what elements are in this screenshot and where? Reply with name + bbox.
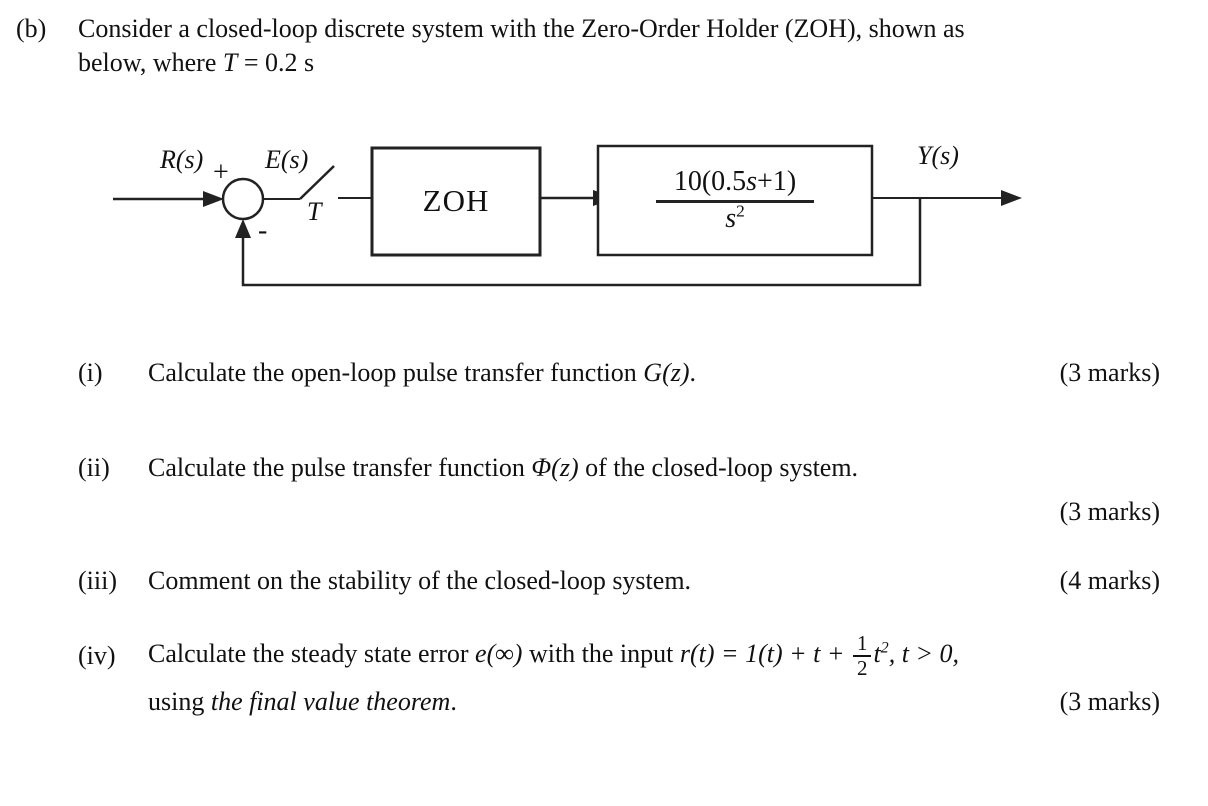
- plant-block: [596, 144, 874, 256]
- input-arrowhead: [203, 190, 224, 207]
- t-variable: t: [873, 638, 881, 668]
- t-exponent: 2: [880, 639, 889, 657]
- math-segment: G(z): [643, 357, 690, 387]
- block-diagram: R(s) + E(s) T - ZOH 10(0.5s+1) s2 Y(s): [16, 133, 1076, 303]
- statement-line2-prefix: below, where: [78, 48, 223, 78]
- zoh-label: ZOH: [372, 148, 540, 255]
- question-label: (iv): [78, 641, 116, 671]
- marks-label: (4 marks): [1059, 565, 1160, 595]
- plant-denominator: s2: [725, 201, 745, 235]
- zoh-block: [370, 146, 542, 257]
- text-segment: Calculate the steady state error: [148, 638, 476, 668]
- question-text: Calculate the steady state error e(∞) wi…: [148, 630, 960, 680]
- denominator-var: s: [725, 203, 737, 235]
- question-item-ii: (ii) Calculate the pulse transfer functi…: [16, 450, 1160, 485]
- part-label: (b): [16, 14, 47, 43]
- question-text: Calculate the open-loop pulse transfer f…: [148, 355, 696, 390]
- math-input-signal: r(t) = 1(t) + t +: [679, 638, 851, 668]
- summing-junction: [221, 177, 265, 220]
- numerator-var: s: [746, 165, 758, 197]
- output-signal-label: Y(s): [917, 140, 959, 170]
- fraction-denominator: 2: [852, 655, 872, 680]
- text-segment: Calculate the open-loop pulse transfer f…: [148, 357, 644, 387]
- question-text: Comment on the stability of the closed-l…: [148, 565, 692, 595]
- question-statement: Consider a closed-loop discrete system w…: [78, 12, 1160, 81]
- question-item-iv: (iv) Calculate the steady state error e(…: [16, 630, 1160, 680]
- sampling-period-label: T: [307, 196, 322, 226]
- period-variable: T: [222, 48, 238, 78]
- marks-label: (3 marks): [1059, 357, 1160, 387]
- question-item-iii: (iii) Comment on the stability of the cl…: [16, 563, 1160, 598]
- statement-line1: Consider a closed-loop discrete system w…: [78, 14, 965, 43]
- denominator-exponent: 2: [736, 201, 745, 221]
- question-item-i: (i) Calculate the open-loop pulse transf…: [16, 355, 1160, 390]
- text-segment: using: [148, 687, 211, 717]
- plant-numerator: 10(0.5s+1): [674, 167, 796, 196]
- question-text: Calculate the pulse transfer function Φ(…: [148, 450, 858, 485]
- math-t-squared: t2: [873, 639, 888, 668]
- output-arrowhead: [1001, 189, 1022, 206]
- error-signal-label: E(s): [265, 144, 309, 174]
- feedback-arrowhead: [235, 218, 251, 238]
- text-segment: .: [689, 357, 697, 387]
- block-diagram-canvas: [113, 144, 1022, 286]
- marks-line: (3 marks): [16, 497, 1160, 527]
- feedback-path: [241, 198, 922, 286]
- text-segment: Calculate the pulse transfer function: [148, 452, 532, 482]
- sampler-switch: [299, 164, 335, 200]
- question-label: (i): [78, 357, 103, 387]
- fraction-numerator: 1: [856, 630, 868, 655]
- plus-sign: +: [213, 156, 229, 188]
- math-condition: , t > 0,: [888, 638, 960, 668]
- question-text: using the final value theorem.: [148, 684, 457, 719]
- question-label: (ii): [78, 452, 110, 482]
- numerator-post: +1): [757, 165, 797, 197]
- input-signal-label: R(s): [160, 144, 204, 174]
- question-label: (iii): [78, 565, 117, 595]
- question-item-iv-line2: using the final value theorem. (3 marks): [16, 684, 1160, 719]
- italic-segment: the final value theorem: [210, 687, 451, 717]
- question-header: (b) Consider a closed-loop discrete syst…: [16, 12, 1160, 81]
- statement-line2-value: = 0.2 s: [237, 48, 315, 78]
- zoh-text: ZOH: [422, 183, 490, 219]
- math-segment: Φ(z): [531, 452, 579, 482]
- minus-sign: -: [258, 214, 268, 246]
- fraction-bar: [656, 200, 814, 204]
- text-segment: with the input: [522, 638, 680, 668]
- marks-label: (3 marks): [1059, 496, 1160, 526]
- numerator-pre: 10(0.5: [673, 165, 747, 197]
- math-error-term: e(∞): [475, 638, 523, 668]
- plant-transfer-function: 10(0.5s+1) s2: [598, 146, 872, 255]
- marks-label: (3 marks): [1059, 687, 1160, 717]
- text-segment: of the closed-loop system.: [578, 452, 859, 482]
- text-segment: .: [450, 687, 457, 717]
